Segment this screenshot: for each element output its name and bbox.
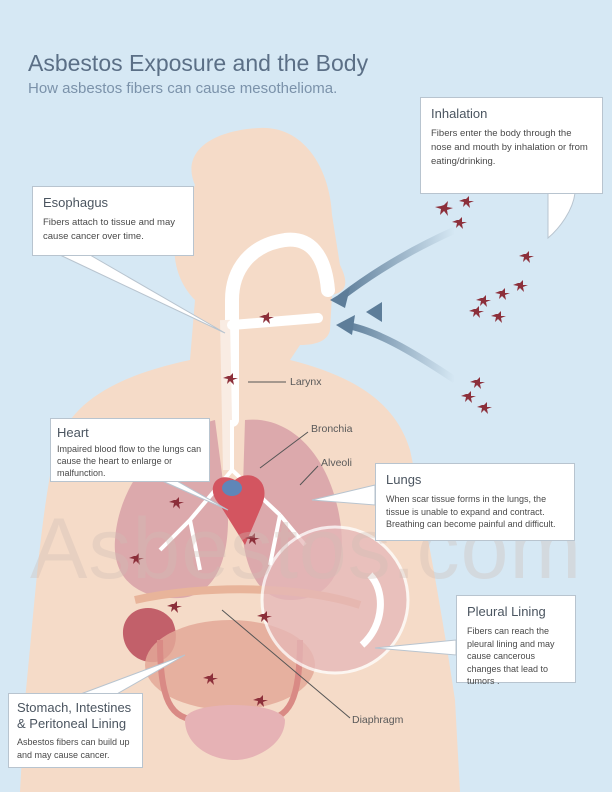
- lungs-callout: Lungs When scar tissue forms in the lung…: [375, 463, 575, 541]
- page-subtitle: How asbestos fibers can cause mesothelio…: [28, 80, 338, 97]
- heart-heading: Heart: [57, 425, 89, 440]
- larynx-label: Larynx: [290, 376, 322, 388]
- fiber: [470, 377, 485, 389]
- airway: [225, 232, 335, 427]
- bronchia-label: Bronchia: [311, 423, 353, 435]
- arrow-lower: [344, 321, 457, 383]
- fiber: [167, 601, 182, 613]
- stomach-heading: Stomach, Intestines & Peritoneal Lining: [17, 700, 132, 731]
- fiber: [459, 196, 474, 208]
- fiber: [469, 306, 484, 318]
- fiber: [169, 497, 184, 509]
- esophagus-text: Fibers attach to tissue and may cause ca…: [43, 217, 176, 242]
- stomach-text: Asbestos fibers can build up and may cau…: [17, 737, 130, 760]
- oral-cavity: [227, 313, 323, 330]
- stomach-callout: Stomach, Intestines & Peritoneal Lining …: [8, 693, 143, 768]
- fiber: [245, 533, 260, 545]
- arrow-middle-head: [366, 302, 382, 322]
- inhalation-callout: Inhalation Fibers enter the body through…: [420, 97, 603, 194]
- page-title: Asbestos Exposure and the Body: [28, 50, 369, 76]
- fiber: [461, 391, 476, 403]
- fiber: [257, 611, 272, 623]
- arrow-lower-head: [336, 315, 355, 335]
- fiber: [203, 673, 218, 685]
- inhalation-pointer: [547, 192, 576, 240]
- pleural-text: Fibers can reach the pleural lining and …: [467, 626, 555, 687]
- inhalation-heading: Inhalation: [431, 106, 488, 121]
- pleural-callout: Pleural Lining Fibers can reach the pleu…: [456, 595, 576, 686]
- esophagus-tube: [220, 319, 233, 471]
- fiber: [519, 251, 534, 263]
- asbestos-fibers: [129, 196, 534, 707]
- esophagus-heading: Esophagus: [43, 195, 109, 210]
- fiber: [129, 553, 144, 565]
- heart-callout: Heart Impaired blood flow to the lungs c…: [50, 418, 210, 482]
- inhalation-text: Fibers enter the body through the nose a…: [431, 128, 588, 167]
- fiber: [435, 201, 453, 216]
- fiber: [513, 280, 528, 292]
- alveoli-leader: [299, 465, 319, 486]
- pleural-lining-zoom: [359, 572, 384, 648]
- heart-vessel: [222, 480, 242, 496]
- bronchia-leader: [259, 431, 309, 469]
- diaphragm-label: Diaphragm: [352, 714, 404, 726]
- lungs-heading: Lungs: [386, 472, 422, 487]
- arrow-upper: [337, 226, 457, 301]
- esophagus-callout: Esophagus Fibers attach to tissue and ma…: [32, 186, 194, 256]
- lungs-text: When scar tissue forms in the lungs, the…: [386, 494, 556, 530]
- fiber: [253, 695, 268, 707]
- pleural-heading: Pleural Lining: [467, 604, 546, 619]
- fiber: [477, 402, 492, 414]
- heart-text: Impaired blood flow to the lungs can cau…: [57, 444, 202, 479]
- arrow-upper-head: [330, 288, 350, 308]
- diaphragm-leader: [221, 609, 351, 719]
- fiber: [223, 373, 238, 385]
- fiber: [452, 217, 467, 229]
- fiber: [476, 295, 491, 307]
- fiber: [495, 288, 510, 300]
- alveoli-label: Alveoli: [321, 457, 352, 469]
- intestines-organ: [145, 620, 315, 710]
- fiber: [259, 312, 274, 324]
- fiber: [491, 311, 506, 323]
- bladder-organ: [185, 705, 285, 760]
